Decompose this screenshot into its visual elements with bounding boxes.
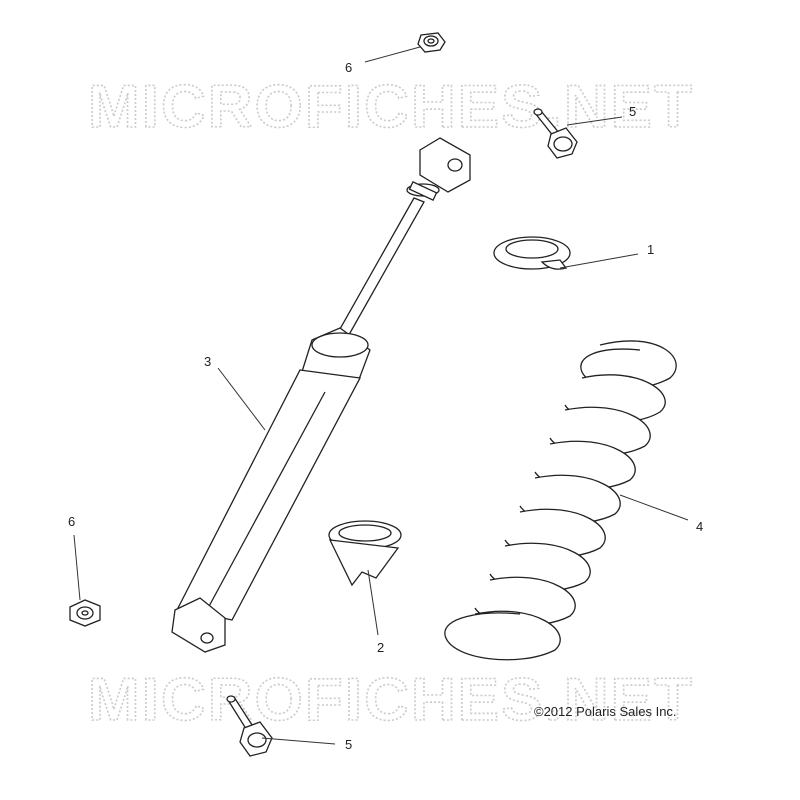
part-6-nut-bottom[interactable] <box>69 599 101 627</box>
callout-1: 1 <box>647 242 654 257</box>
leader-2 <box>367 569 379 636</box>
watermark-bottom: MICROFICHES.NET <box>88 666 694 733</box>
part-6-nut-top[interactable] <box>417 32 446 53</box>
callout-5-top: 5 <box>629 104 636 119</box>
leader-6-bottom <box>73 534 81 601</box>
part-3-shock-absorber[interactable] <box>171 137 471 653</box>
part-4-coil-spring[interactable] <box>444 340 677 661</box>
callout-3: 3 <box>204 354 211 369</box>
leader-5-bottom <box>261 737 336 745</box>
leader-6-top <box>364 46 421 63</box>
callout-6-top: 6 <box>345 60 352 75</box>
copyright-notice: ©2012 Polaris Sales Inc. <box>534 704 677 719</box>
callout-6-bottom: 6 <box>68 514 75 529</box>
leader-1 <box>559 253 639 269</box>
leader-4 <box>619 494 689 521</box>
watermark-top: MICROFICHES.NET <box>88 73 694 140</box>
part-2-lower-spring-seat[interactable] <box>328 520 402 587</box>
leader-3 <box>217 367 266 431</box>
part-5-bolt-bottom[interactable] <box>226 695 273 757</box>
callout-2: 2 <box>377 640 384 655</box>
leader-5-top <box>566 116 623 126</box>
part-1-spring-retainer[interactable] <box>493 236 571 270</box>
part-5-bolt-top[interactable] <box>533 108 578 159</box>
callout-4: 4 <box>696 519 703 534</box>
callout-5-bottom: 5 <box>345 737 352 752</box>
